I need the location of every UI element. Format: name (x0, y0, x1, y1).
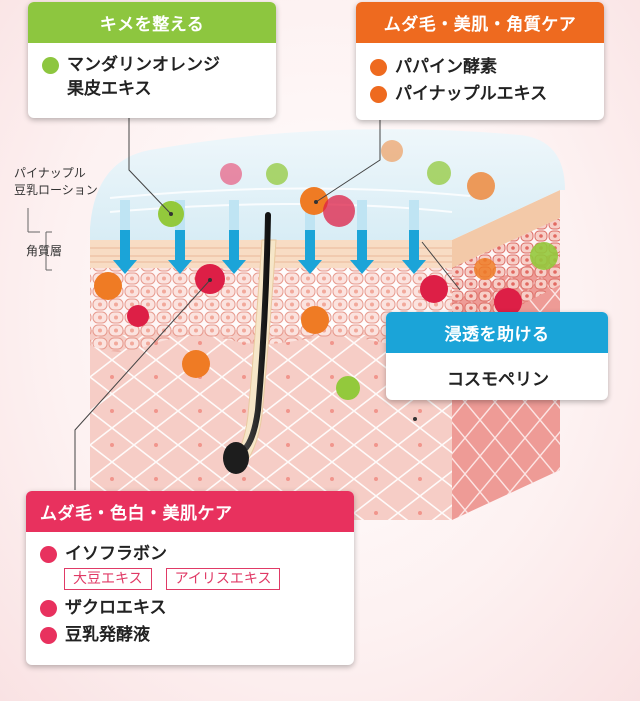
whitening-callout-body: イソフラボン 大豆エキス アイリスエキス ザクロエキス 豆乳発酵液 (26, 532, 354, 660)
green-dot-icon (42, 57, 59, 74)
leader-lines (27, 118, 461, 490)
penetration-callout: 浸透を助ける コスモペリン (386, 312, 608, 400)
ingredient-item: 豆乳発酵液 (40, 623, 342, 647)
ingredient-item: パイナップルエキス (370, 82, 592, 106)
lotion-label-line1: パイナップル (14, 166, 86, 180)
penetration-callout-body: コスモペリン (447, 370, 549, 390)
ingredient-name-line2: 果皮エキス (67, 79, 152, 99)
orange-dot-icon (370, 86, 387, 103)
lotion-label: パイナップル 豆乳ローション (14, 165, 98, 199)
ingredient-name: パイナップルエキス (395, 84, 548, 104)
texture-callout-body: マンダリンオレンジ 果皮エキス (28, 43, 276, 114)
ingredient-name: イソフラボン (65, 544, 167, 564)
ingredient-name-line1: マンダリンオレンジ (67, 55, 220, 75)
hair-care-callout: ムダ毛・美肌・角質ケア パパイン酵素 パイナップルエキス (356, 2, 604, 120)
penetration-callout-title: 浸透を助ける (386, 312, 608, 353)
ingredient-name: ザクロエキス (65, 598, 167, 618)
ingredient-item: ザクロエキス (40, 596, 342, 620)
penetration-arrows (113, 200, 426, 274)
sub-ingredient-tags: 大豆エキス アイリスエキス (64, 568, 342, 590)
ingredient-item: イソフラボン (40, 542, 342, 566)
hair-care-callout-title: ムダ毛・美肌・角質ケア (356, 2, 604, 43)
tag-soybean-extract: 大豆エキス (64, 568, 152, 590)
lotion-label-line2: 豆乳ローション (14, 183, 98, 197)
ingredient-item: マンダリンオレンジ 果皮エキス (42, 53, 264, 101)
crimson-dot-icon (40, 627, 57, 644)
ingredient-name: パパイン酵素 (395, 57, 497, 77)
crimson-dot-icon (40, 600, 57, 617)
ingredient-item: パパイン酵素 (370, 55, 592, 79)
tag-iris-extract: アイリスエキス (165, 568, 281, 590)
texture-callout: キメを整える マンダリンオレンジ 果皮エキス (28, 2, 276, 118)
orange-dot-icon (370, 59, 387, 76)
ingredient-name: マンダリンオレンジ 果皮エキス (67, 53, 220, 101)
whitening-callout: ムダ毛・色白・美肌ケア イソフラボン 大豆エキス アイリスエキス ザクロエキス … (26, 491, 354, 665)
ingredient-name: 豆乳発酵液 (65, 625, 150, 645)
texture-callout-title: キメを整える (28, 2, 276, 43)
stratum-corneum-label: 角質層 (26, 244, 63, 258)
whitening-callout-title: ムダ毛・色白・美肌ケア (26, 491, 354, 532)
crimson-dot-icon (40, 546, 57, 563)
hair-care-callout-body: パパイン酵素 パイナップルエキス (356, 43, 604, 119)
